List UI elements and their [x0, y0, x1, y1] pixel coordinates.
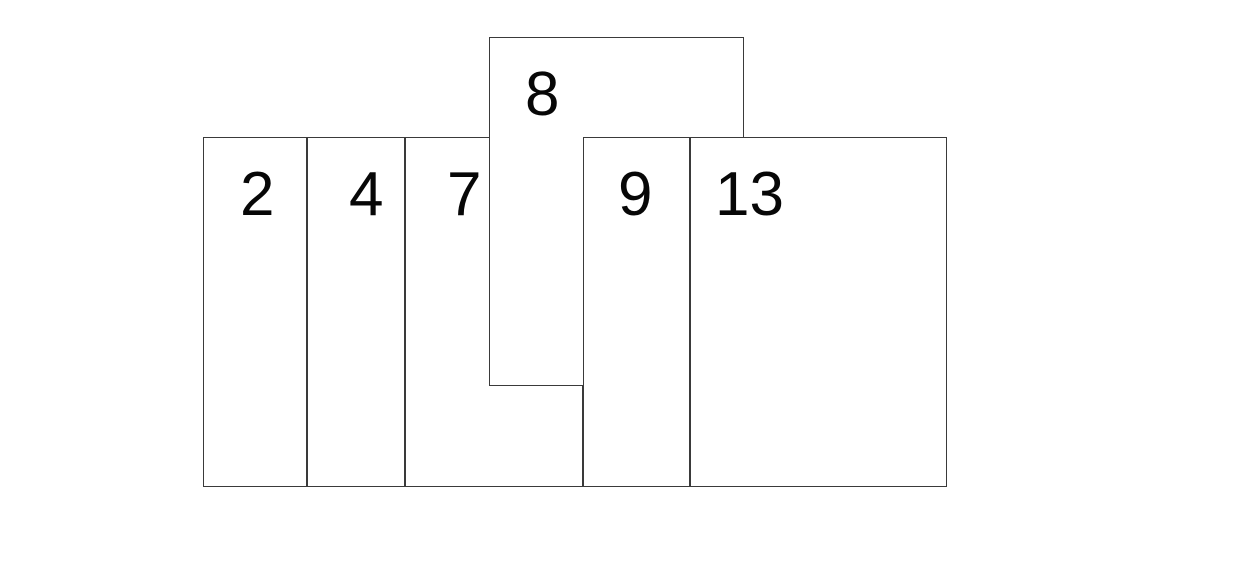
card-label-13: 13 [715, 160, 784, 229]
card-label-4: 4 [349, 160, 384, 229]
card-box-4: 4 [307, 137, 405, 487]
card-box-13: 13 [690, 137, 947, 487]
card-box-2: 2 [203, 137, 307, 487]
card-box-9: 9 [583, 137, 690, 487]
card-label-2: 2 [240, 160, 275, 229]
card-label-7: 7 [447, 160, 482, 229]
card-label-9: 9 [618, 160, 653, 229]
card-label-8: 8 [525, 60, 560, 129]
